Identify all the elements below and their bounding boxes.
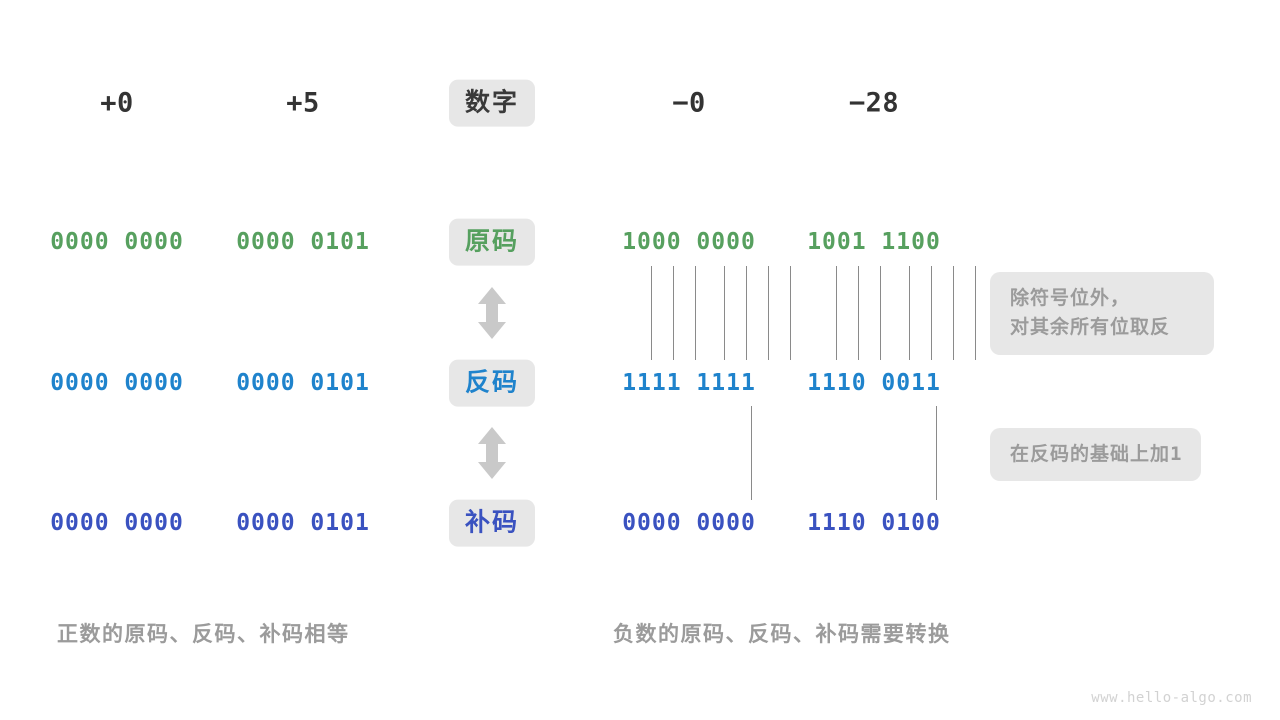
connector-line-invert-group-1-3 xyxy=(724,266,725,360)
bits-ones-complement-1: 0000 0101 xyxy=(236,370,370,396)
connector-line-invert-group-2-3 xyxy=(909,266,910,360)
header-number-2: −0 xyxy=(672,87,706,119)
connector-line-carry-lines-1 xyxy=(936,406,937,500)
bits-ones-complement-0: 0000 0000 xyxy=(50,370,184,396)
note-add-one-text: 在反码的基础上加 xyxy=(1010,444,1171,465)
bits-twos-complement-2: 0000 0000 xyxy=(622,510,756,536)
bits-twos-complement-3: 1110 0100 xyxy=(807,510,941,536)
arrow-true-to-ones-icon xyxy=(475,286,509,340)
watermark: www.hello-algo.com xyxy=(1091,690,1252,706)
bits-ones-complement-3: 1110 0011 xyxy=(807,370,941,396)
header-number-1: +5 xyxy=(286,87,320,119)
note-add-one-value: 1 xyxy=(1170,443,1182,465)
header-number-3: −28 xyxy=(848,87,900,119)
connector-line-invert-group-1-1 xyxy=(673,266,674,360)
row-label-true-form: 原码 xyxy=(448,218,536,266)
row-label-ones-complement: 反码 xyxy=(448,359,536,407)
connector-line-invert-group-2-1 xyxy=(858,266,859,360)
note-add-one: 在反码的基础上加1 xyxy=(990,428,1202,482)
bits-true-form-2: 1000 0000 xyxy=(622,229,756,255)
row-label-number: 数字 xyxy=(448,79,536,127)
connector-line-invert-group-2-2 xyxy=(880,266,881,360)
bits-true-form-1: 0000 0101 xyxy=(236,229,370,255)
connector-line-invert-group-1-6 xyxy=(790,266,791,360)
connector-line-carry-lines-0 xyxy=(751,406,752,500)
bits-true-form-3: 1001 1100 xyxy=(807,229,941,255)
bits-true-form-0: 0000 0000 xyxy=(50,229,184,255)
header-number-0: +0 xyxy=(100,87,134,119)
connector-line-invert-group-2-0 xyxy=(836,266,837,360)
connector-line-invert-group-1-2 xyxy=(695,266,696,360)
bits-twos-complement-0: 0000 0000 xyxy=(50,510,184,536)
bits-ones-complement-2: 1111 1111 xyxy=(622,370,756,396)
connector-line-invert-group-1-5 xyxy=(768,266,769,360)
caption-positive: 正数的原码、反码、补码相等 xyxy=(57,623,350,646)
bits-twos-complement-1: 0000 0101 xyxy=(236,510,370,536)
caption-negative: 负数的原码、反码、补码需要转换 xyxy=(613,623,951,646)
arrow-ones-to-twos-icon xyxy=(475,426,509,480)
connector-line-invert-group-2-6 xyxy=(975,266,976,360)
row-label-twos-complement: 补码 xyxy=(448,499,536,547)
note-invert-bits: 除符号位外， 对其余所有位取反 xyxy=(990,272,1214,355)
connector-line-invert-group-2-5 xyxy=(953,266,954,360)
connector-line-invert-group-2-4 xyxy=(931,266,932,360)
connector-line-invert-group-1-4 xyxy=(746,266,747,360)
connector-line-invert-group-1-0 xyxy=(651,266,652,360)
